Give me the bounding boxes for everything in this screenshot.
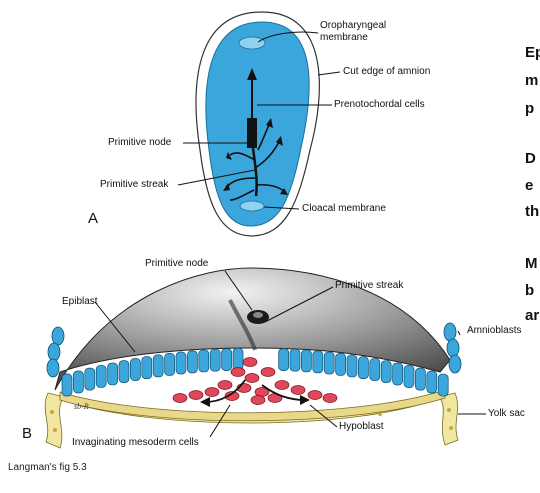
- epiblast-cell: [96, 365, 106, 387]
- label-yolk-sac: Yolk sac: [488, 408, 525, 419]
- label-prenotochordal-cells: Prenotochordal cells: [334, 99, 425, 110]
- epiblast-cell: [153, 355, 163, 377]
- label-primitive-streak-a: Primitive streak: [100, 179, 168, 190]
- label-primitive-node-a: Primitive node: [108, 137, 171, 148]
- mesoderm-cell: [291, 386, 305, 395]
- panel-b-letter: B: [22, 425, 32, 442]
- side-text-3: D: [525, 150, 536, 167]
- epiblast-cell: [73, 371, 83, 393]
- panel-a-letter: A: [88, 210, 98, 227]
- epiblast-cell: [290, 349, 300, 371]
- epiblast-cell: [130, 359, 140, 381]
- epiblast-cell: [438, 374, 448, 396]
- label-oropharyngeal-membrane: Oropharyngeal membrane: [320, 20, 415, 44]
- epiblast-cell: [347, 355, 357, 377]
- epiblast-cell: [187, 351, 197, 373]
- epiblast-cell: [427, 371, 437, 393]
- epiblast-cell: [404, 365, 414, 387]
- label-hypoblast: Hypoblast: [339, 421, 383, 432]
- side-text-5: th: [525, 203, 539, 220]
- artist-signature: sb-R: [74, 402, 89, 411]
- mesoderm-cell: [245, 374, 259, 383]
- panel-a-embryo: [196, 12, 319, 236]
- epiblast-cell: [313, 351, 323, 373]
- epiblast-cell: [336, 353, 346, 375]
- epiblast-cell: [62, 374, 72, 396]
- mesoderm-cell: [251, 396, 265, 405]
- side-text-6: M: [525, 255, 538, 272]
- mesoderm-cell: [173, 394, 187, 403]
- epiblast-cell: [358, 357, 368, 379]
- epiblast-cell: [165, 353, 175, 375]
- side-text-7: b: [525, 282, 534, 299]
- mesoderm-cell: [308, 391, 322, 400]
- label-amnioblasts: Amnioblasts: [467, 325, 521, 336]
- side-text-4: e: [525, 177, 533, 194]
- mesoderm-cell: [261, 368, 275, 377]
- epiblast-cell: [233, 348, 243, 370]
- epiblast-cell: [176, 352, 186, 374]
- label-cloacal-membrane: Cloacal membrane: [302, 203, 386, 214]
- epiblast-cell: [108, 363, 118, 385]
- epiblast-cell: [119, 361, 129, 383]
- epiblast-cell: [415, 368, 425, 390]
- side-text-2: p: [525, 100, 534, 117]
- primitive-node-a: [247, 118, 257, 148]
- epiblast-cell: [142, 357, 152, 379]
- mesoderm-cell: [189, 391, 203, 400]
- label-epiblast: Epiblast: [62, 296, 98, 307]
- epiblast-cell: [370, 359, 380, 381]
- label-primitive-node-b: Primitive node: [145, 258, 208, 269]
- epiblast-cell: [199, 350, 209, 372]
- epiblast-cell: [85, 368, 95, 390]
- side-text-8: ar: [525, 307, 539, 324]
- epiblast-cell: [381, 361, 391, 383]
- mesoderm-cell: [205, 388, 219, 397]
- epiblast-cell: [324, 352, 334, 374]
- mesoderm-cell: [323, 394, 337, 403]
- epiblast-cell: [222, 349, 232, 371]
- label-cut-edge-amnion: Cut edge of amnion: [343, 66, 430, 77]
- hypoblast: [60, 390, 445, 421]
- mesoderm-cell: [243, 358, 257, 367]
- cloacal-membrane: [240, 201, 264, 211]
- figure-caption: Langman's fig 5.3: [8, 462, 87, 473]
- mesoderm-cell: [275, 381, 289, 390]
- side-text-1: m: [525, 72, 538, 89]
- epiblast-cell: [301, 350, 311, 372]
- label-primitive-streak-b: Primitive streak: [335, 280, 403, 291]
- epiblast-cell: [393, 363, 403, 385]
- mesoderm-cell: [218, 381, 232, 390]
- mesoderm-cell: [231, 368, 245, 377]
- oropharyngeal-membrane: [239, 37, 265, 49]
- side-text-0: Ep: [525, 44, 540, 61]
- epiblast-cell: [210, 349, 220, 371]
- epiblast-cell: [279, 349, 289, 371]
- label-invaginating-mesoderm: Invaginating mesoderm cells: [72, 437, 199, 448]
